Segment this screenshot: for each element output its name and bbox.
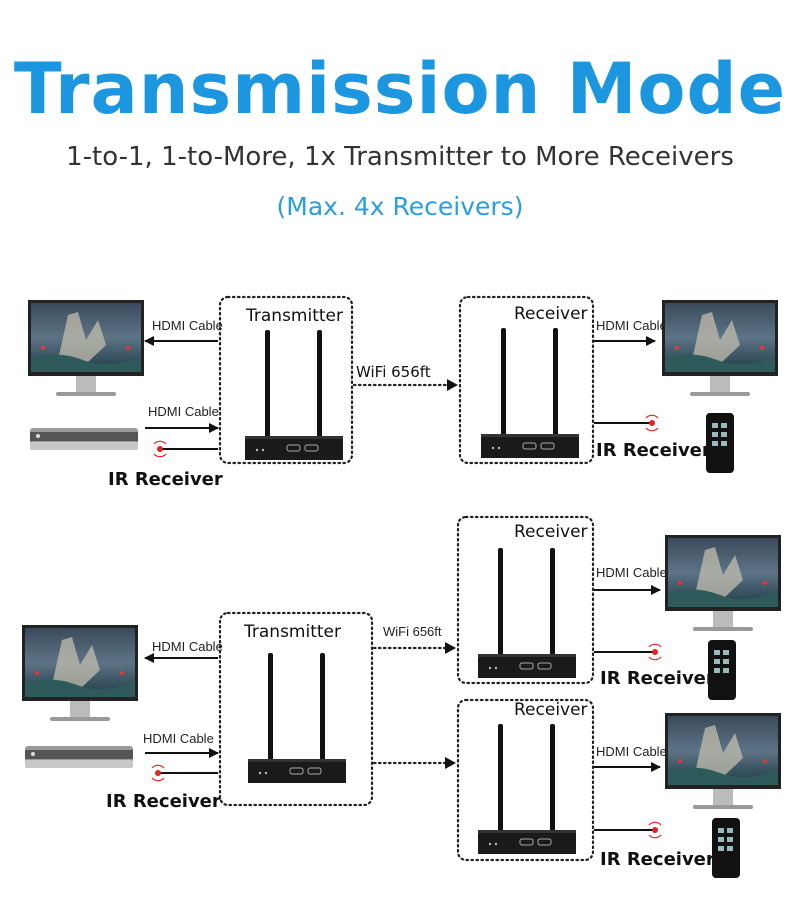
transmitter-label: Transmitter — [243, 622, 341, 642]
dvd-player-icon — [30, 428, 138, 450]
receiver-box — [456, 515, 595, 685]
ir-receiver-label: IR Receiver — [596, 440, 711, 461]
hdmi-cable-label: HDMI Cable — [148, 404, 219, 419]
diagram-one-to-many: HDMI Cable HDMI Cable IR Receiver Transm… — [22, 515, 781, 878]
hdmi-cable-label: HDMI Cable — [596, 744, 667, 759]
tv-monitor-icon — [28, 300, 144, 396]
arrowhead — [447, 379, 458, 391]
diagram-one-to-one: HDMI Cable HDMI Cable IR Receiver Transm… — [28, 295, 778, 490]
receiver-device-icon — [480, 327, 580, 459]
ir-receiver-label: IR Receiver — [108, 469, 223, 490]
transmitter-device-icon — [244, 329, 344, 461]
receiver-box — [458, 295, 595, 465]
remote-control-icon — [712, 818, 740, 878]
tv-monitor-icon — [665, 535, 781, 631]
hdmi-cable-label: HDMI Cable — [143, 731, 214, 746]
receiver-label: Receiver — [514, 304, 588, 324]
receiver-label: Receiver — [514, 522, 588, 542]
transmitter-label: Transmitter — [245, 306, 343, 326]
hdmi-cable-label: HDMI Cable — [152, 639, 223, 654]
hdmi-cable-label: HDMI Cable — [152, 318, 223, 333]
hdmi-cable-label: HDMI Cable — [596, 565, 667, 580]
ir-receiver-label: IR Receiver — [600, 668, 715, 689]
dvd-player-icon — [25, 746, 133, 768]
transmitter-box — [218, 295, 354, 465]
receiver-box — [456, 698, 595, 862]
receiver-device-icon — [477, 547, 577, 679]
max-receivers-note: (Max. 4x Receivers) — [276, 192, 524, 221]
wifi-range-label: WiFi 656ft — [383, 624, 442, 639]
transmitter-box — [218, 611, 374, 807]
page-title: Transmission Mode — [13, 48, 787, 130]
remote-control-icon — [706, 413, 734, 473]
ir-receiver-label: IR Receiver — [600, 849, 715, 870]
receiver-label: Receiver — [514, 700, 588, 720]
tv-monitor-icon — [662, 300, 778, 396]
arrowhead — [445, 642, 456, 654]
hdmi-cable-label: HDMI Cable — [596, 318, 667, 333]
wifi-range-label: WiFi 656ft — [356, 363, 431, 381]
subtitle: 1-to-1, 1-to-More, 1x Transmitter to Mor… — [66, 142, 734, 172]
tv-monitor-icon — [665, 713, 781, 809]
transmitter-device-icon — [247, 652, 347, 784]
receiver-device-icon — [477, 723, 577, 855]
ir-receiver-label: IR Receiver — [106, 791, 221, 812]
arrowhead — [445, 757, 456, 769]
tv-monitor-icon — [22, 625, 138, 721]
remote-control-icon — [708, 640, 736, 700]
